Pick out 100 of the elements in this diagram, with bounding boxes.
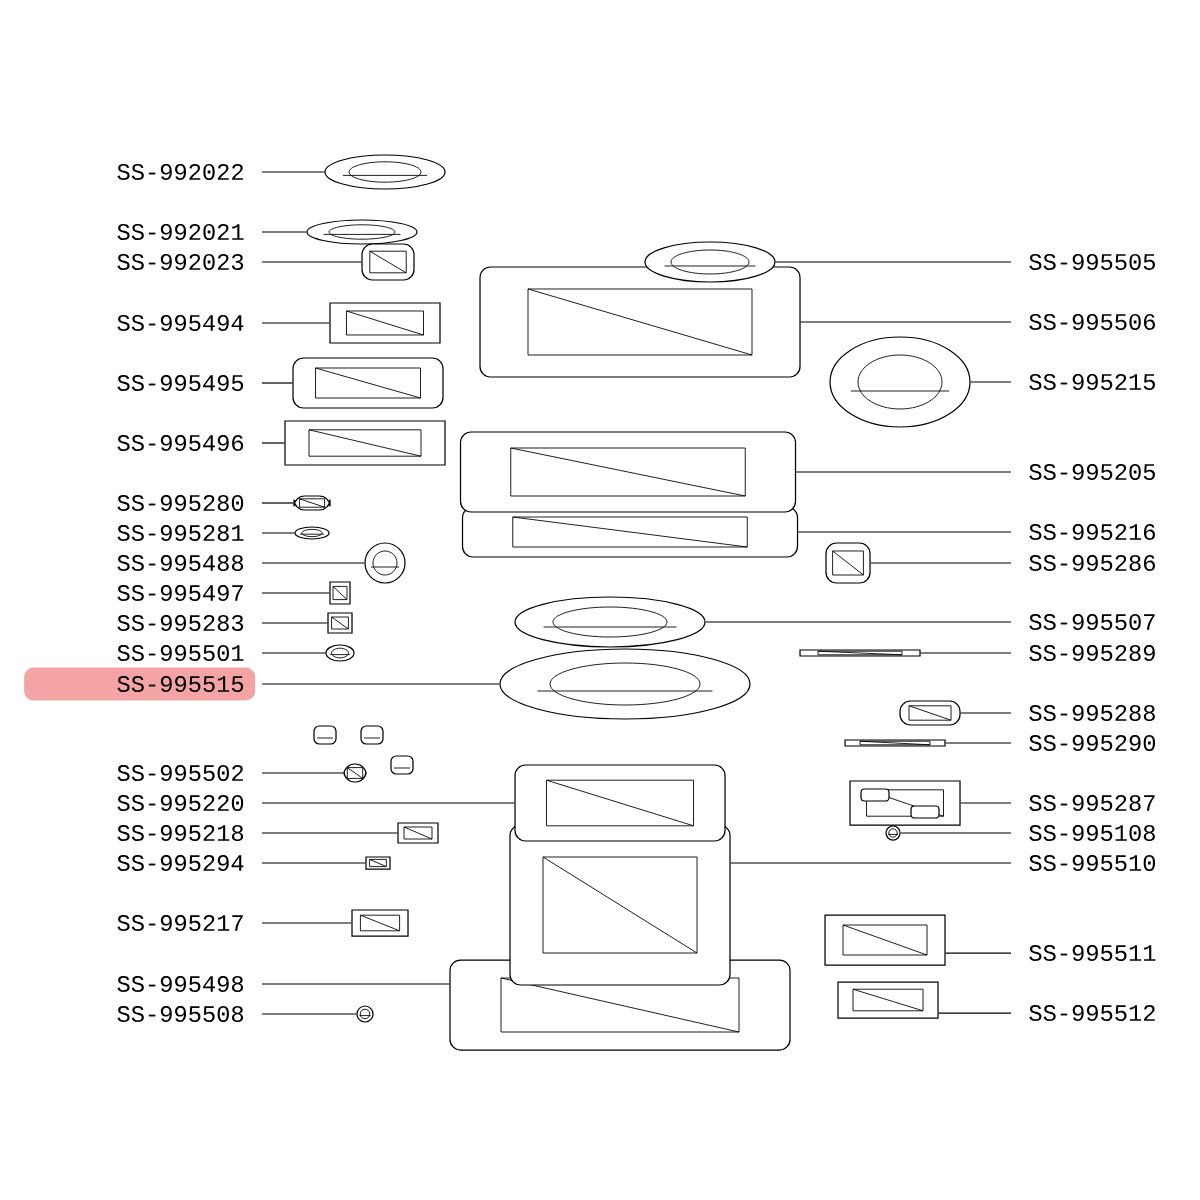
leader-line bbox=[870, 562, 1012, 564]
part-number: SS-995511 bbox=[1029, 944, 1156, 962]
highlighted-part-number: SS-995515 bbox=[24, 667, 255, 701]
part-number: SS-995280 bbox=[117, 494, 244, 512]
leader-line bbox=[730, 862, 1012, 864]
seal-ring-drawing bbox=[325, 644, 355, 662]
part-number: SS-995108 bbox=[1029, 824, 1155, 842]
part-number: SS-995294 bbox=[117, 854, 244, 872]
leader-line bbox=[960, 802, 1012, 804]
rod-drawing bbox=[844, 739, 946, 747]
part-number: SS-995512 bbox=[1029, 1004, 1155, 1022]
inner-pot-drawing bbox=[514, 764, 726, 842]
shield-drawing bbox=[829, 336, 971, 428]
leader-line bbox=[261, 832, 398, 834]
leader-line bbox=[261, 622, 328, 624]
housing-drawing bbox=[824, 914, 946, 966]
leader-line bbox=[800, 321, 1012, 323]
part-number: SS-995286 bbox=[1029, 554, 1155, 572]
measuring-cup-drawing bbox=[361, 243, 415, 281]
control-panel-drawing bbox=[292, 357, 444, 409]
leader-line bbox=[705, 621, 1012, 623]
part-number: SS-995218 bbox=[117, 824, 244, 842]
part-number: SS-995205 bbox=[1029, 463, 1155, 481]
spring-drawing bbox=[365, 856, 391, 870]
leader-line bbox=[261, 683, 500, 685]
leader-line bbox=[261, 1013, 357, 1015]
leader-line bbox=[261, 231, 307, 233]
leader-line bbox=[945, 742, 1012, 744]
spring-pair-drawing bbox=[899, 700, 961, 726]
part-number: SS-992021 bbox=[117, 223, 244, 241]
leader-line bbox=[261, 442, 285, 444]
leader-line bbox=[261, 922, 352, 924]
leader-line bbox=[261, 171, 325, 173]
leader-line bbox=[261, 983, 450, 985]
part-number: SS-995497 bbox=[117, 584, 243, 602]
latch-drawing bbox=[397, 822, 439, 844]
part-number: SS-995290 bbox=[1029, 734, 1156, 752]
valve-drawing bbox=[329, 581, 351, 605]
leader-line bbox=[797, 531, 1012, 533]
leader-line bbox=[261, 772, 344, 774]
part-number: SS-995494 bbox=[117, 314, 244, 332]
leader-line bbox=[261, 862, 366, 864]
inner-lid-drawing bbox=[499, 648, 751, 720]
lid-cap-drawing bbox=[644, 241, 776, 283]
part-number: SS-995508 bbox=[117, 1005, 244, 1023]
heat-plate-drawing bbox=[514, 596, 706, 648]
part-number: SS-995505 bbox=[1029, 253, 1155, 271]
part-number: SS-995496 bbox=[117, 434, 244, 452]
leader-line bbox=[960, 712, 1012, 714]
pin-set-drawing bbox=[849, 780, 961, 826]
film-sheet-drawing bbox=[329, 302, 441, 344]
leader-line bbox=[920, 652, 1012, 654]
part-number: SS-995501 bbox=[117, 644, 244, 662]
lid-body-drawing bbox=[459, 431, 797, 513]
part-number: SS-995510 bbox=[1029, 854, 1156, 872]
bracket-drawing bbox=[351, 909, 409, 937]
leader-line bbox=[261, 532, 295, 534]
clip-drawing bbox=[293, 495, 331, 511]
leader-line bbox=[945, 952, 1012, 954]
part-number: SS-995502 bbox=[117, 764, 243, 782]
spatula-drawing bbox=[306, 219, 418, 245]
leader-line bbox=[261, 382, 293, 384]
part-number: SS-995217 bbox=[117, 914, 243, 932]
part-number: SS-995495 bbox=[117, 374, 244, 392]
circuit-board-drawing bbox=[284, 420, 446, 466]
leader-line bbox=[261, 592, 330, 594]
leader-line bbox=[261, 322, 330, 324]
valve-drawing bbox=[327, 612, 353, 634]
knobs-drawing bbox=[313, 725, 414, 783]
part-number: SS-995506 bbox=[1029, 313, 1155, 331]
gasket-drawing bbox=[294, 526, 330, 540]
part-number: SS-995507 bbox=[1029, 613, 1155, 631]
leader-line bbox=[261, 502, 294, 504]
part-number: SS-995498 bbox=[117, 975, 244, 993]
part-number: SS-992022 bbox=[117, 163, 243, 181]
hook-seal-drawing bbox=[364, 542, 406, 584]
part-number: SS-995220 bbox=[117, 794, 244, 812]
spoon-drawing bbox=[324, 154, 446, 190]
leader-line bbox=[938, 1012, 1012, 1014]
part-number: SS-995216 bbox=[1029, 523, 1155, 541]
part-number: SS-995287 bbox=[1029, 794, 1155, 812]
part-number: SS-995283 bbox=[117, 614, 244, 632]
part-number: SS-995288 bbox=[1029, 704, 1155, 722]
screw-drawing bbox=[356, 1005, 374, 1023]
steam-valve-drawing bbox=[825, 542, 871, 584]
leader-line bbox=[261, 562, 365, 564]
leader-line bbox=[900, 832, 1012, 834]
part-number: SS-995215 bbox=[1029, 373, 1155, 391]
part-number: SS-995289 bbox=[1029, 644, 1155, 662]
leader-line bbox=[970, 381, 1012, 383]
part-number: SS-995488 bbox=[117, 554, 244, 572]
leader-line bbox=[261, 261, 362, 263]
leader-line bbox=[261, 652, 326, 654]
part-number: SS-995281 bbox=[117, 524, 244, 542]
leader-line bbox=[795, 471, 1012, 473]
leader-line bbox=[261, 802, 515, 804]
part-number: SS-992023 bbox=[117, 253, 244, 271]
nut-drawing bbox=[885, 825, 901, 841]
wire-drawing bbox=[799, 649, 921, 657]
leader-line bbox=[775, 261, 1012, 263]
